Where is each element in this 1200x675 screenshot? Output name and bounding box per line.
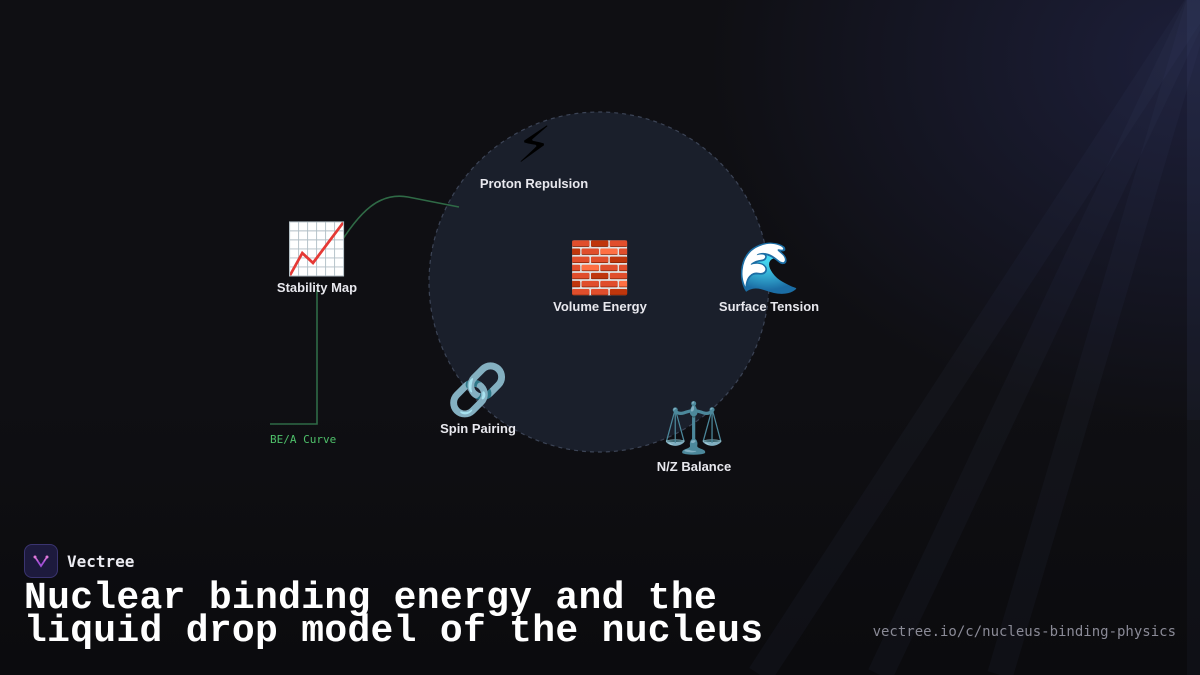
- source-url[interactable]: vectree.io/c/nucleus-binding-physics: [872, 624, 1176, 640]
- vectree-logo-icon: [24, 544, 58, 578]
- node-label: Volume Energy: [553, 299, 647, 314]
- node-nz-balance: ⚖️ N/Z Balance: [604, 400, 784, 474]
- chart-increasing-icon: 📈: [285, 220, 349, 278]
- node-label: Stability Map: [276, 280, 358, 295]
- nucleus-circle: [428, 111, 770, 453]
- brand[interactable]: Vectree: [24, 544, 134, 578]
- scales-icon: ⚖️: [662, 399, 726, 457]
- brand-name: Vectree: [67, 551, 135, 571]
- connector-curve: [335, 195, 460, 251]
- node-spin-pairing: 🔗 Spin Pairing: [388, 362, 568, 436]
- lightning-icon: ⚡: [516, 116, 552, 174]
- node-label: N/Z Balance: [656, 459, 732, 474]
- connector-bracket: [270, 290, 318, 425]
- node-label: Surface Tension: [718, 299, 820, 314]
- node-label: Proton Repulsion: [479, 176, 589, 191]
- node-stability-map: 📈 Stability Map: [227, 221, 407, 295]
- node-surface-tension: 🌊 Surface Tension: [679, 240, 859, 314]
- node-label: Spin Pairing: [440, 421, 516, 436]
- node-proton-repulsion: ⚡ Proton Repulsion: [444, 117, 624, 191]
- link-icon: 🔗: [446, 361, 510, 419]
- brick-icon: 🧱: [568, 239, 632, 297]
- wave-icon: 🌊: [737, 239, 801, 297]
- page-title: Nuclear binding energy and the liquid dr…: [24, 577, 764, 653]
- node-volume-energy: 🧱 Volume Energy: [510, 240, 690, 314]
- be-a-curve-label: BE/A Curve: [270, 433, 337, 446]
